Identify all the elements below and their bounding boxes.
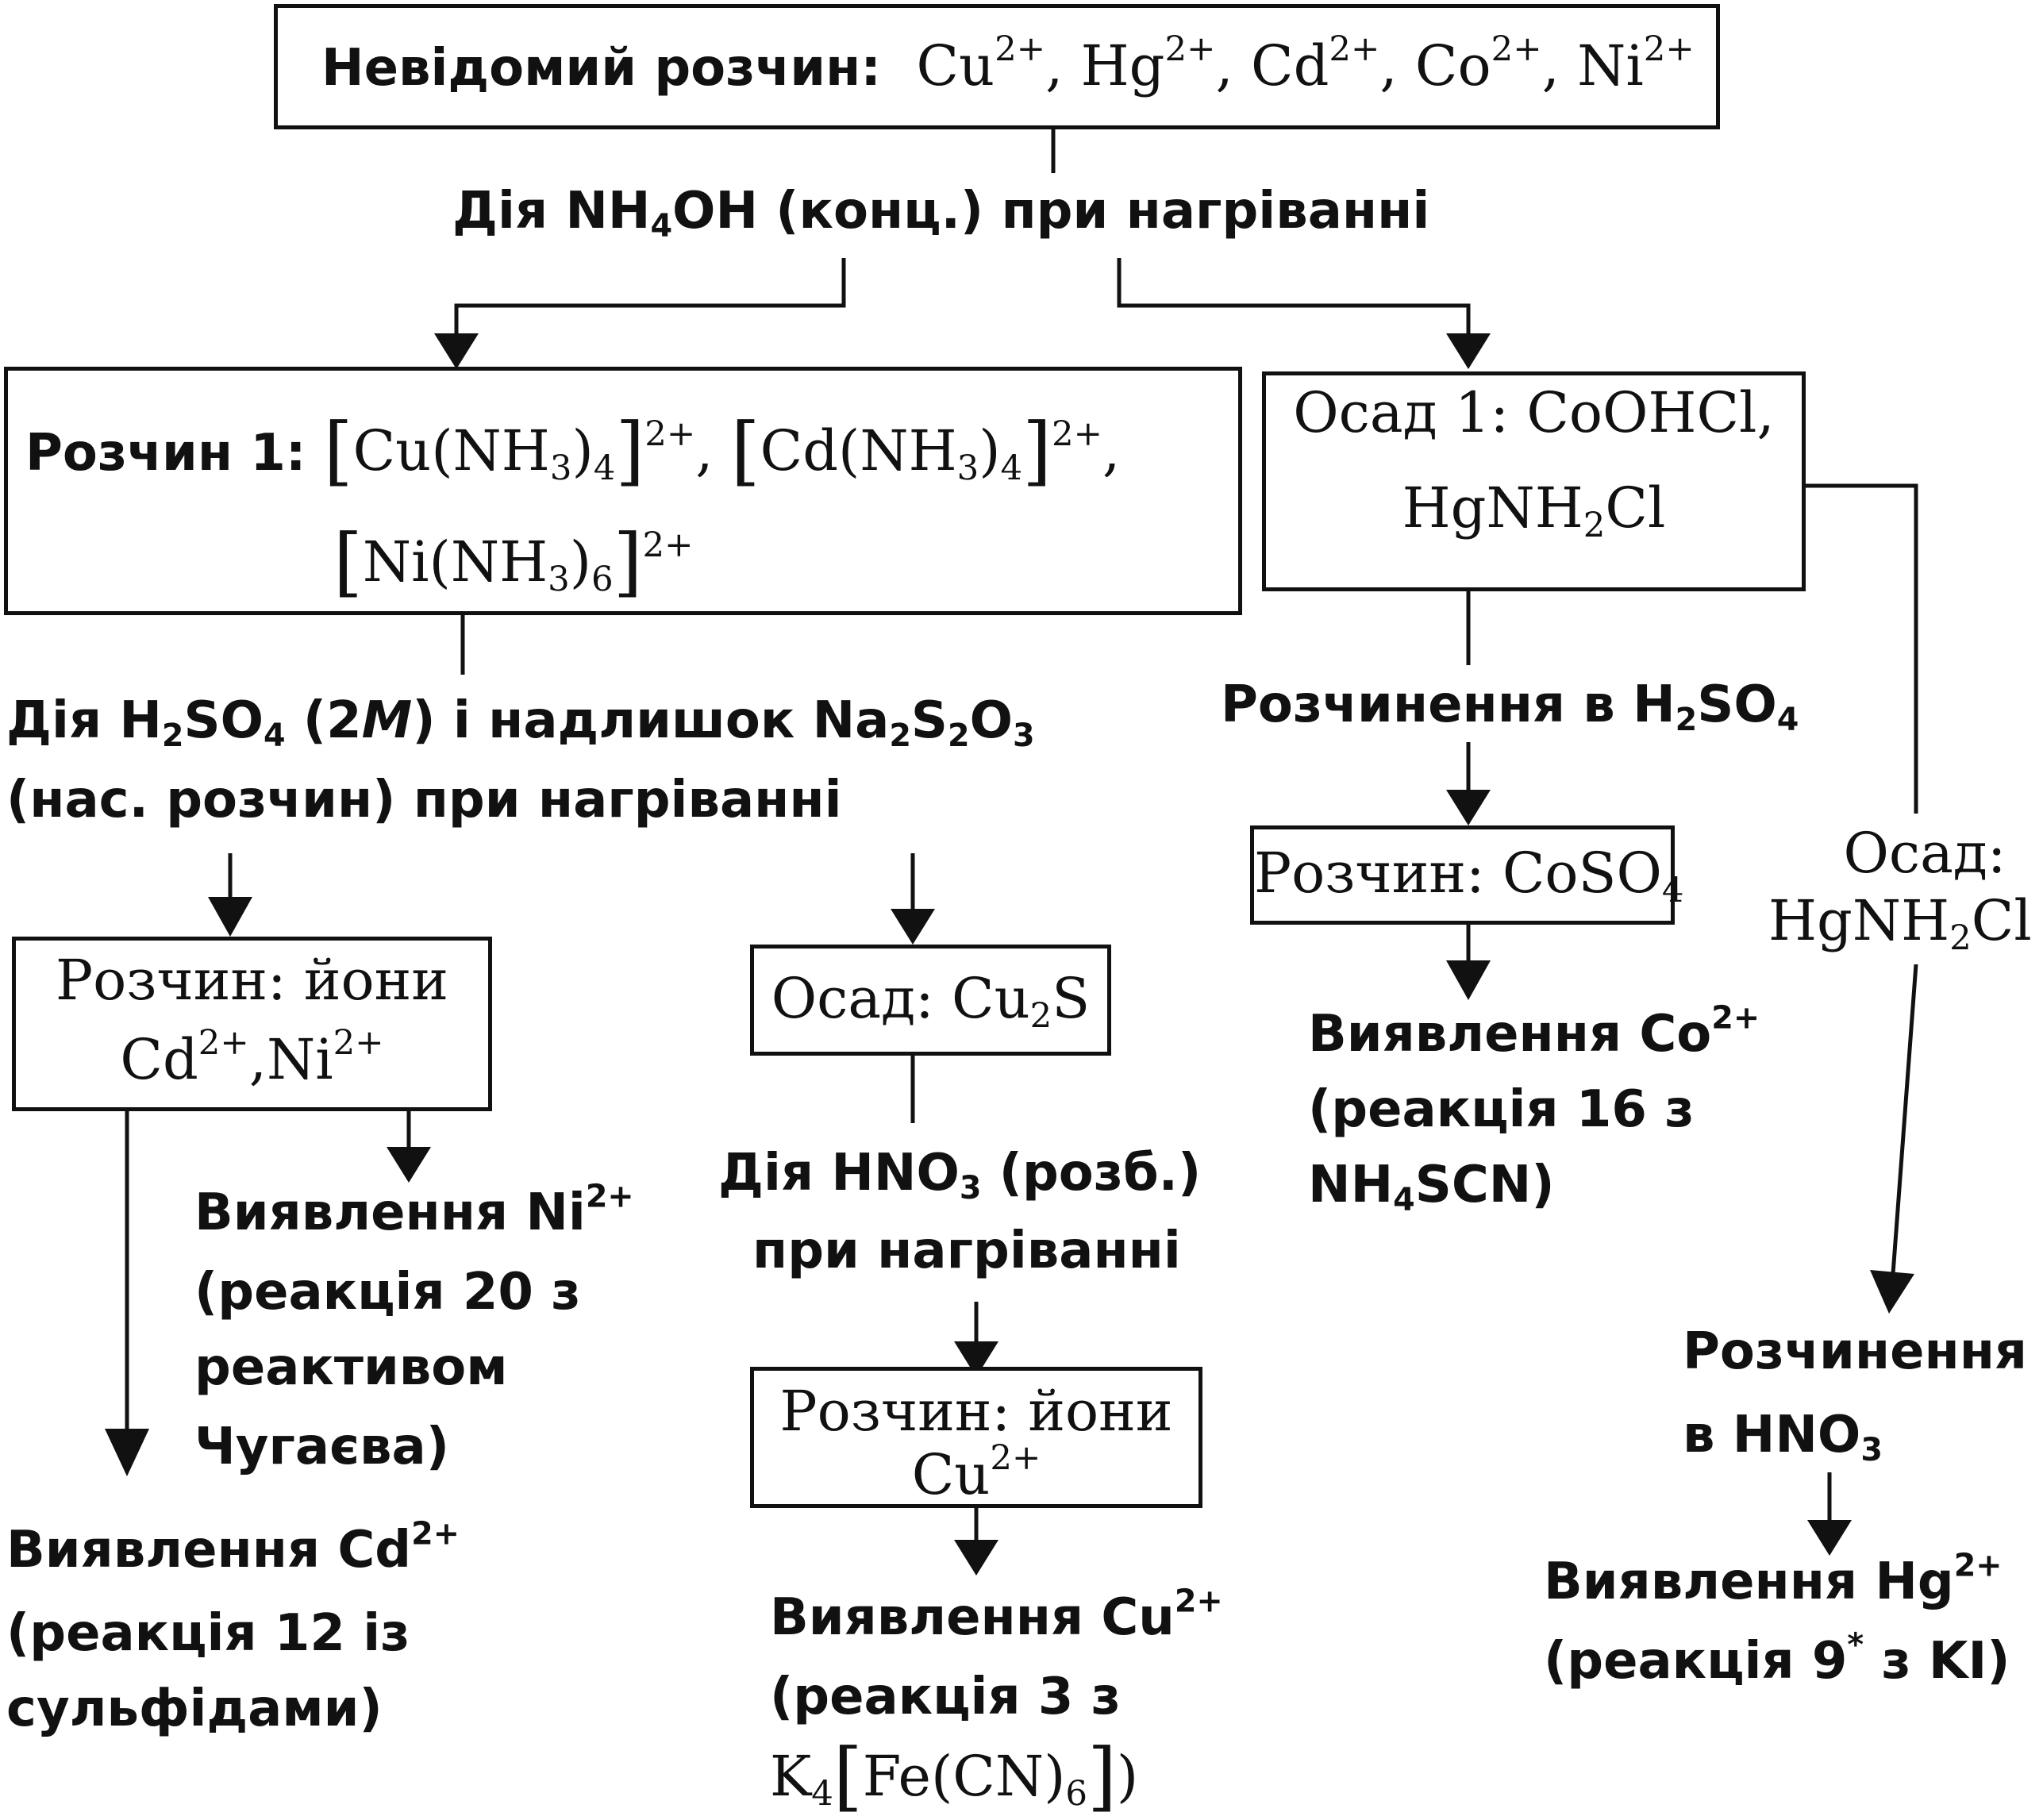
detect-cd-line1: Виявлення Cd2+ xyxy=(6,1515,460,1580)
cd-ni-solution-line1: Розчин: йони xyxy=(56,948,448,1013)
precipitate1-line2: HgNH2Cl xyxy=(1402,475,1666,546)
step-co-dissolve: Розчинення в H2SO4 xyxy=(1221,675,1799,739)
step2-line1: Дія H2SO4 (2M) і надлишок Na2S2O3 xyxy=(6,691,1035,755)
solution1-line1: Розчин 1: [Cu(NH3)4]2+, [Cd(NH3)4]2+, xyxy=(25,406,1121,494)
detect-ni-line1: Виявлення Ni2+ xyxy=(194,1178,634,1242)
detect-co-line2: (реакція 16 з xyxy=(1308,1080,1695,1139)
detect-hg-line1: Виявлення Hg2+ xyxy=(1544,1547,2003,1611)
detect-ni-line2: (реакція 20 з xyxy=(194,1263,581,1322)
solution1-line2: [Ni(NH3)6]2+ xyxy=(333,518,694,606)
step1-label: Дія NH4OH (конц.) при нагріванні xyxy=(452,182,1430,245)
detect-cu-line2: (реакція 3 з xyxy=(770,1668,1121,1726)
precipitate-hg-line2: HgNH2Cl xyxy=(1768,888,2032,959)
solution1-box xyxy=(4,367,1242,615)
precipitate1-box xyxy=(1262,371,1806,591)
step-hg-dissolve-line1: Розчинення xyxy=(1683,1322,2027,1381)
cu2s-precipitate-box xyxy=(750,945,1111,1056)
ion-cu: Cu2+, xyxy=(916,29,1064,98)
cd-ni-solution-box xyxy=(12,937,492,1111)
step2-line2: (нас. розчин) при нагріванні xyxy=(6,771,842,829)
detect-co-line3: NH4SCN) xyxy=(1308,1156,1555,1219)
ion-co: Co2+, xyxy=(1414,29,1560,98)
detect-cu-line3: K4[Fe(CN)6]) xyxy=(770,1732,1139,1820)
cd-ni-solution-line2: Cd2+,Ni2+ xyxy=(120,1022,384,1092)
cu-solution-line2: Cu2+ xyxy=(911,1437,1041,1507)
detect-cd-line3: сульфідами) xyxy=(6,1680,383,1738)
detect-ni-line4: Чугаєва) xyxy=(194,1418,449,1476)
unknown-label: Невідомий розчин: xyxy=(321,39,881,98)
step-cu-line1: Дія HNO3 (розб.) xyxy=(718,1144,1202,1207)
coso4-solution-box xyxy=(1250,825,1675,925)
unknown-solution-text: Невідомий розчин: Cu2+, Hg2+, Cd2+, Co2+… xyxy=(321,28,1695,106)
precipitate1-line1: Осад 1: CoOHCl, xyxy=(1293,380,1775,445)
cu-solution-box xyxy=(750,1367,1202,1508)
detect-co-line1: Виявлення Co2+ xyxy=(1308,999,1760,1064)
unknown-solution-box xyxy=(274,4,1720,129)
detect-cd-line2: (реакція 12 із xyxy=(6,1604,410,1663)
cu2s-precipitate-text: Осад: Cu2S xyxy=(771,966,1091,1037)
detect-cu-line1: Виявлення Cu2+ xyxy=(770,1583,1223,1647)
ion-cd: Cd2+, xyxy=(1251,29,1398,98)
precipitate-hg-line1: Осад: xyxy=(1843,821,2006,886)
step-cu-line2: при нагріванні xyxy=(752,1222,1181,1280)
detect-ni-line3: реактивом xyxy=(194,1338,508,1397)
step-hg-dissolve-line2: в HNO3 xyxy=(1683,1406,1883,1469)
coso4-solution-text: Розчин: CoSO4 xyxy=(1254,841,1684,911)
ion-ni: Ni2+ xyxy=(1577,29,1695,98)
ion-hg: Hg2+, xyxy=(1080,29,1233,98)
cu-solution-line1: Розчин: йони xyxy=(779,1379,1173,1444)
detect-hg-line2: (реакція 9* з KI) xyxy=(1544,1626,2010,1691)
